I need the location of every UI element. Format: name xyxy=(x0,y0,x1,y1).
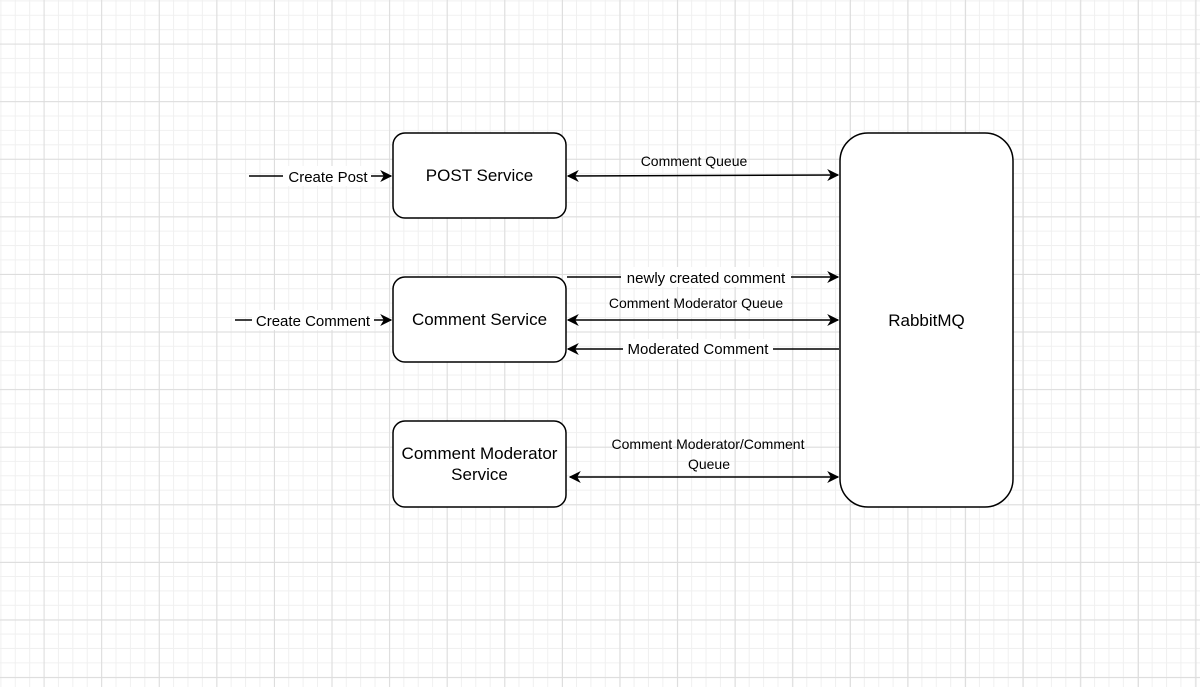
comment-moderator-service-label-line1: Comment Moderator xyxy=(402,444,558,463)
post-service-box[interactable] xyxy=(392,132,567,219)
create-comment-label-bg xyxy=(252,310,374,330)
comment-service-box[interactable] xyxy=(392,276,567,363)
create-post-edge[interactable]: Create Post xyxy=(249,166,393,186)
post-service-node[interactable]: POST Service xyxy=(392,132,567,219)
create-comment-label: Create Comment xyxy=(256,313,371,330)
newly-created-comment-label-bg xyxy=(621,267,791,287)
comment-queue-edge[interactable]: Comment Queue xyxy=(566,153,840,182)
rabbitmq-node[interactable]: RabbitMQ xyxy=(839,132,1014,508)
comment-moderator-comment-queue-edge[interactable]: Comment Moderator/Comment Queue xyxy=(568,436,840,483)
comment-moderator-service-label-line2: Service xyxy=(451,465,508,484)
create-comment-edge[interactable]: Create Comment xyxy=(235,310,393,330)
create-post-label-bg xyxy=(283,166,371,186)
rabbitmq-label: RabbitMQ xyxy=(888,311,965,330)
comment-queue-label: Comment Queue xyxy=(641,153,748,169)
create-post-label: Create Post xyxy=(288,169,368,186)
comment-moderator-service-node[interactable]: Comment Moderator Service xyxy=(392,420,567,508)
rabbitmq-box[interactable] xyxy=(839,132,1014,508)
newly-created-comment-edge[interactable]: newly created comment xyxy=(567,267,840,287)
moderated-comment-edge[interactable]: Moderated Comment xyxy=(566,339,839,359)
comment-service-node[interactable]: Comment Service xyxy=(392,276,567,363)
comment-moderator-queue-label: Comment Moderator Queue xyxy=(609,295,784,311)
comment-queue-arrow[interactable] xyxy=(566,169,840,182)
moderated-comment-label: Moderated Comment xyxy=(628,341,770,358)
comment-service-label: Comment Service xyxy=(412,310,547,329)
comment-moderator-comment-queue-label-line1: Comment Moderator/Comment xyxy=(612,436,805,452)
comment-moderator-service-box[interactable] xyxy=(392,420,567,508)
comment-moderator-comment-queue-label-line2: Queue xyxy=(688,456,730,472)
post-service-label: POST Service xyxy=(426,166,533,185)
moderated-comment-label-bg xyxy=(623,339,773,359)
newly-created-comment-label: newly created comment xyxy=(627,270,786,287)
comment-moderator-queue-edge[interactable]: Comment Moderator Queue xyxy=(566,295,840,326)
